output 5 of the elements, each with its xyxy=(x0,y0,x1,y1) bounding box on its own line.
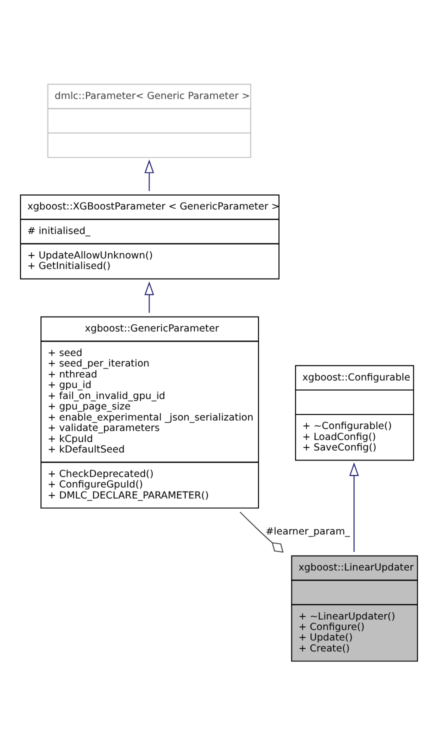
arrow xyxy=(144,281,154,314)
arrow xyxy=(144,160,154,192)
edge-label: #learner_param_ xyxy=(266,526,350,538)
connector xyxy=(240,512,284,553)
arrow xyxy=(349,462,359,552)
